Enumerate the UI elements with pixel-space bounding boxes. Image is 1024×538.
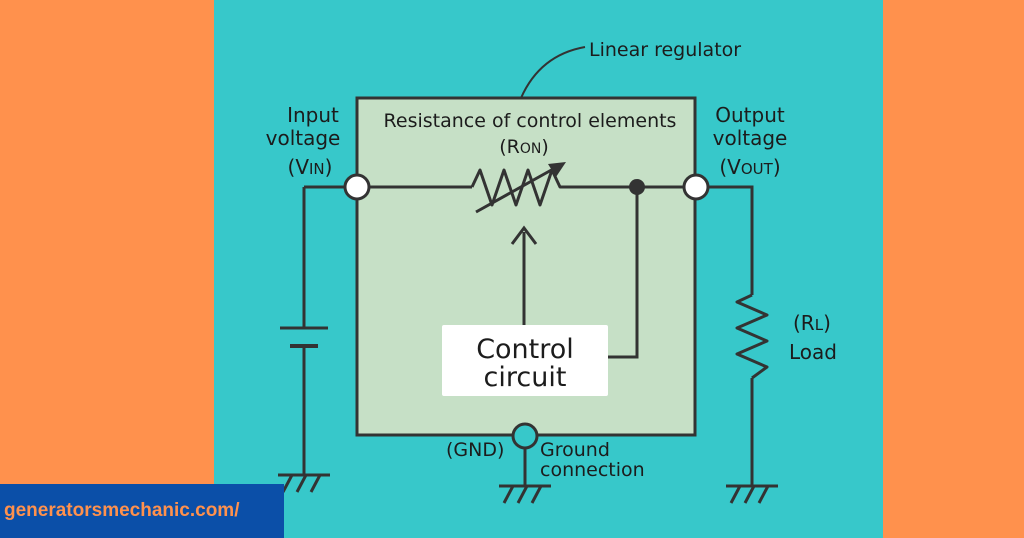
battery-symbol	[280, 326, 328, 348]
input-voltage-label: voltage	[266, 126, 341, 150]
vin-label: (VIN)	[288, 155, 333, 179]
gnd-terminal	[511, 422, 539, 450]
resistance-label: Resistance of control elements	[384, 110, 677, 132]
output-terminal	[682, 173, 710, 201]
output-voltage-label: voltage	[713, 126, 788, 150]
url-banner: generatorsmechanic.com/	[0, 484, 284, 538]
gnd-ground-symbol	[499, 484, 551, 504]
circuit-label: circuit	[484, 362, 567, 393]
output-ground-symbol	[726, 484, 778, 504]
ground-label: Ground	[540, 439, 610, 461]
output-wire	[708, 185, 754, 485]
input-wire	[302, 185, 345, 474]
load-resistor	[735, 293, 769, 380]
connection-label: connection	[540, 459, 645, 481]
ron-label: (RON)	[499, 136, 549, 158]
vout-label: (VOUT)	[719, 155, 780, 179]
feedback-junction	[629, 179, 645, 195]
control-label: Control	[476, 334, 574, 365]
input-ground-symbol	[278, 473, 330, 493]
variable-resistor-arrow	[475, 162, 566, 214]
load-label: Load	[789, 340, 837, 364]
control-arrow	[510, 225, 538, 326]
gnd-label: (GND)	[446, 439, 504, 461]
input-terminal	[343, 173, 371, 201]
rl-label: (RL)	[793, 311, 831, 335]
feedback-wire	[608, 187, 639, 359]
regulator-callout-line	[520, 46, 586, 99]
control-circuit-box	[442, 325, 608, 396]
output-label: Output	[715, 103, 785, 127]
banner-url[interactable]: generatorsmechanic.com/	[4, 500, 240, 521]
regulator-label: Linear regulator	[589, 39, 741, 61]
input-label: Input	[287, 103, 339, 127]
